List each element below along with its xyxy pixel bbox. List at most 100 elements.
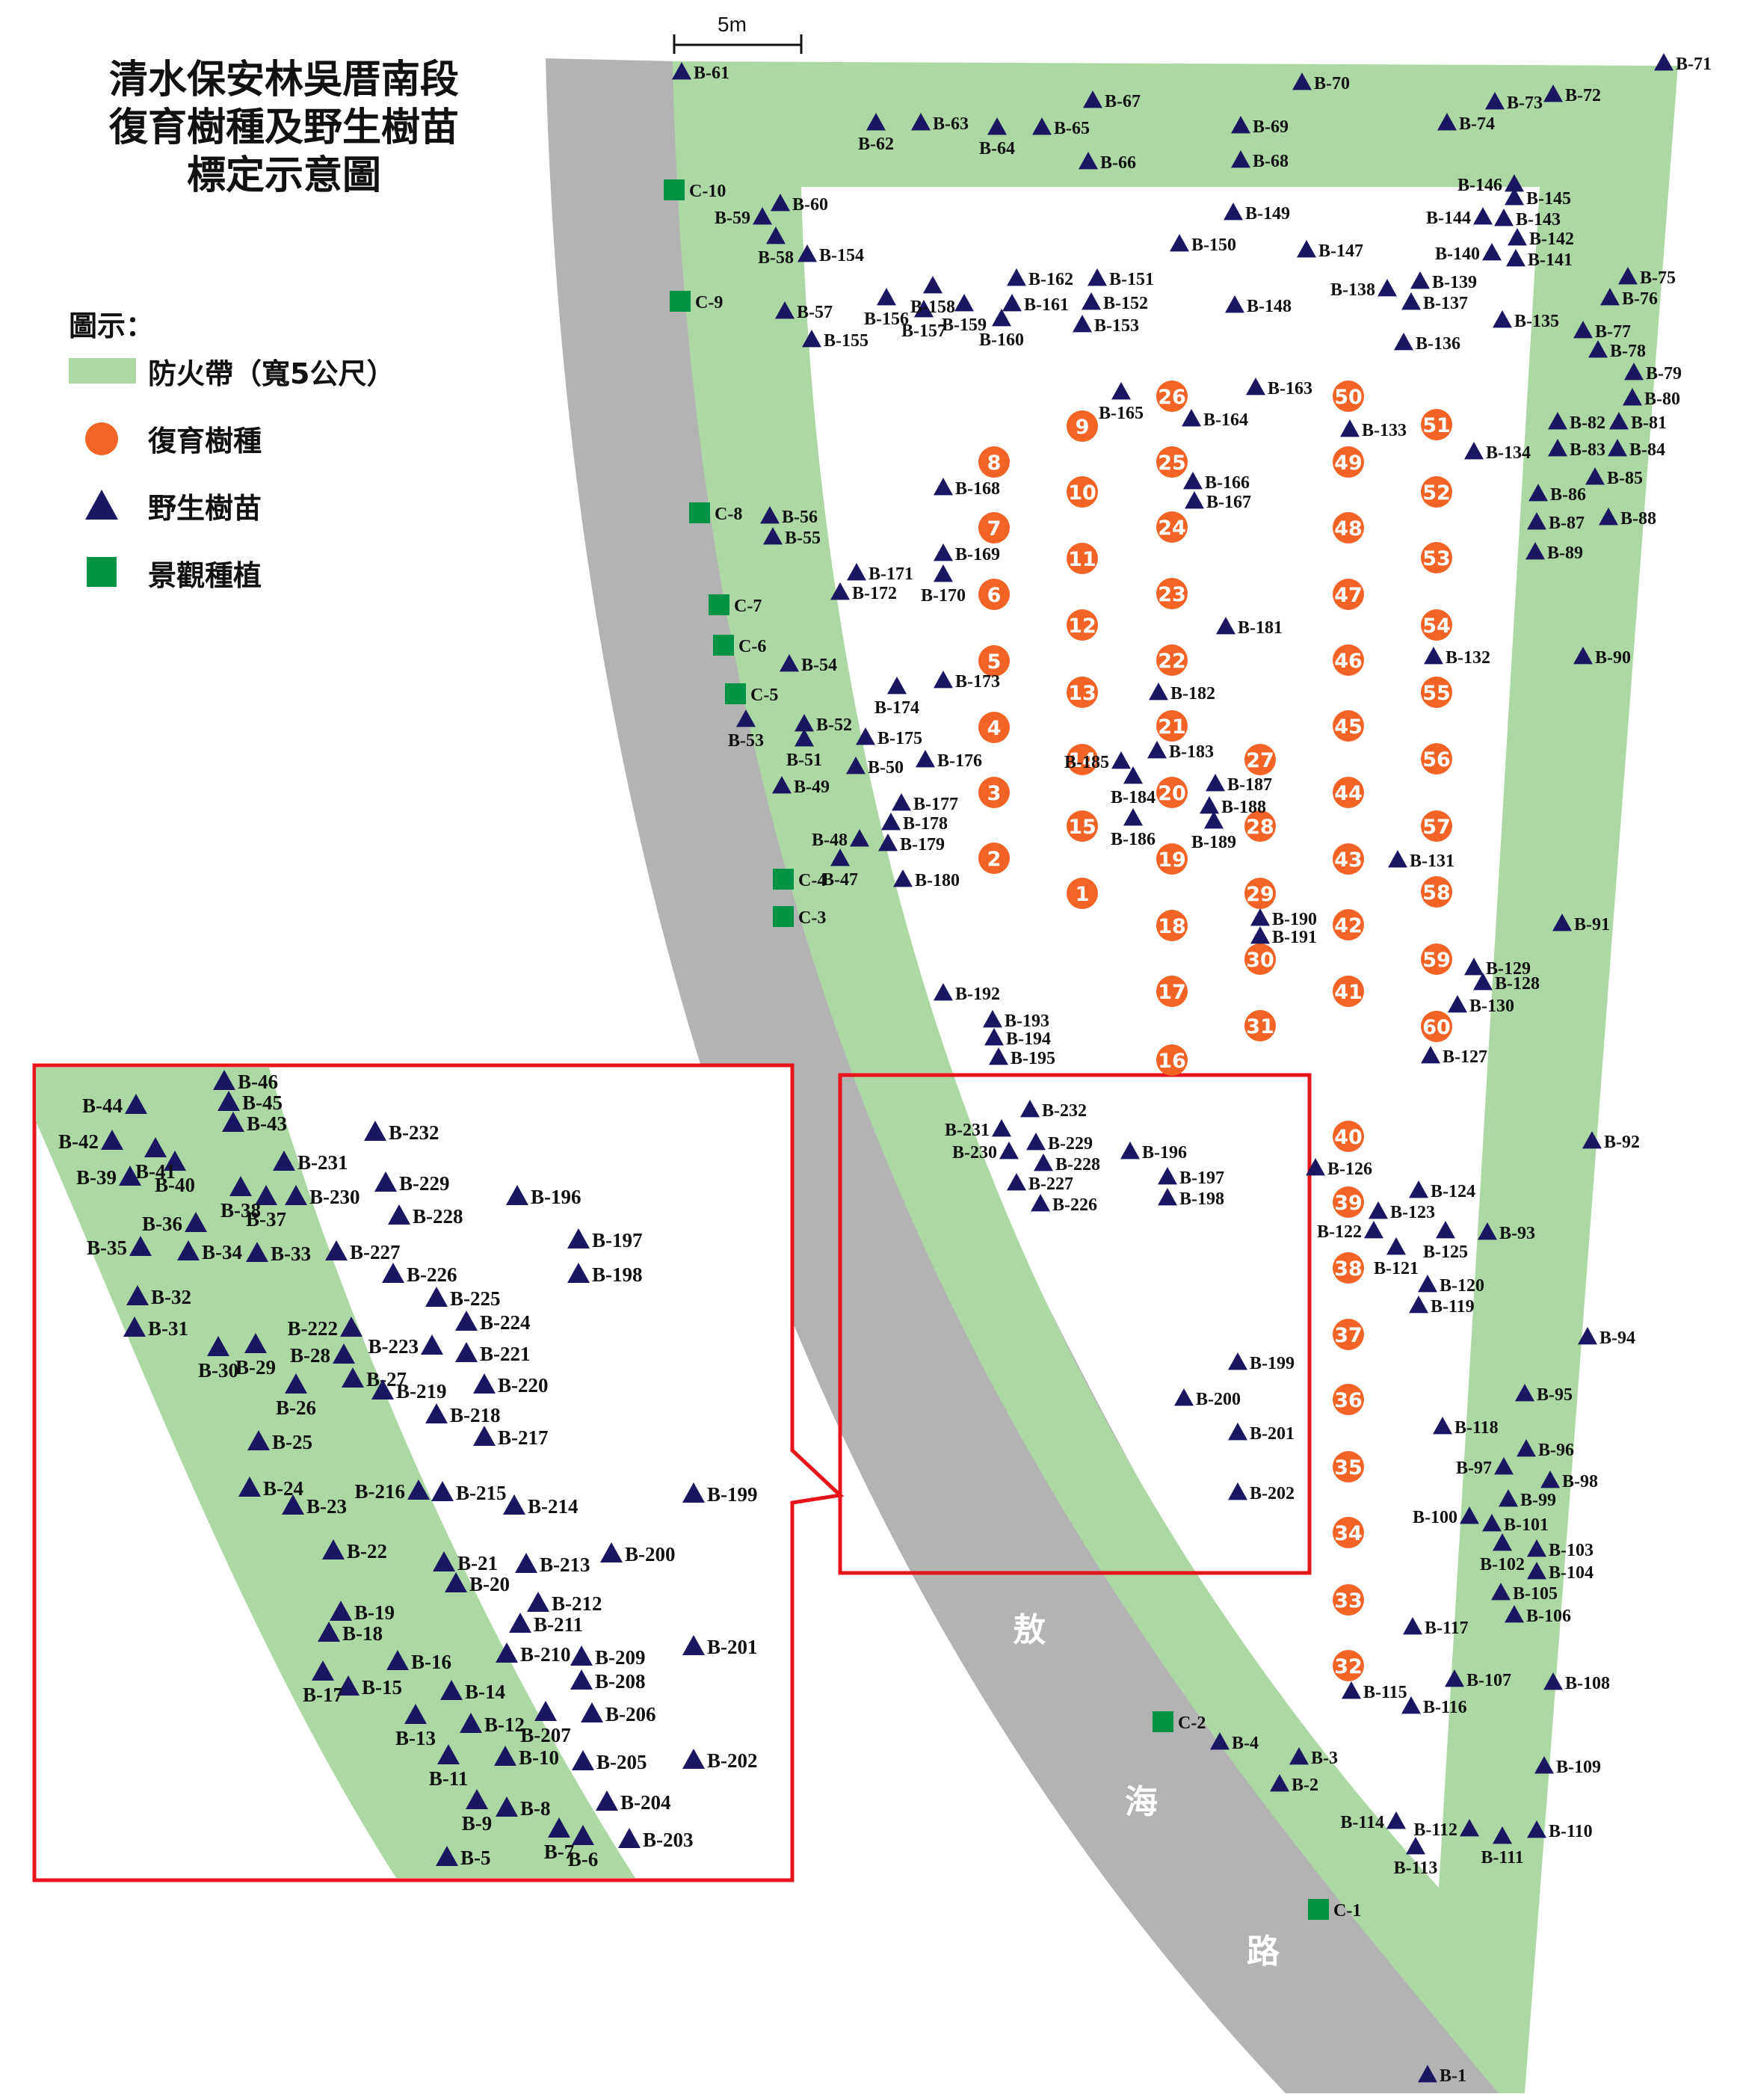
wild-seedling-B-230 <box>285 1185 307 1205</box>
wild-seedling-B-80 <box>1623 388 1642 406</box>
marker-label: B-219 <box>396 1380 447 1402</box>
wild-seedling-B-66 <box>1079 152 1098 170</box>
marker-label: B-230 <box>952 1143 997 1163</box>
marker-label: B-18 <box>342 1622 383 1645</box>
wild-seedling-B-27 <box>342 1367 364 1388</box>
marker-label: B-198 <box>1179 1189 1224 1209</box>
wild-seedling-B-19 <box>330 1601 352 1621</box>
marker-label: B-117 <box>1425 1619 1469 1638</box>
wild-seedling-B-185 <box>1111 751 1131 769</box>
marker-label: B-72 <box>1565 86 1601 105</box>
restoration-tree-17 <box>1156 976 1188 1007</box>
wild-seedling-B-48 <box>850 829 869 847</box>
wild-seedling-B-178 <box>881 813 901 831</box>
wild-seedling-B-33 <box>246 1242 268 1262</box>
marker-label: B-16 <box>411 1651 451 1673</box>
restoration-tree-label: 17 <box>1158 981 1186 1004</box>
marker-label: C-7 <box>734 597 762 616</box>
marker-label: B-21 <box>457 1552 498 1574</box>
wild-seedling-B-229 <box>374 1171 397 1192</box>
wild-seedling-B-135 <box>1493 310 1512 328</box>
marker-label: B-215 <box>456 1482 507 1504</box>
marker-label: B-94 <box>1599 1328 1635 1348</box>
wild-seedling-B-232 <box>364 1121 386 1141</box>
wild-seedling-B-11 <box>437 1744 460 1764</box>
marker-label: B-195 <box>1011 1049 1055 1068</box>
restoration-tree-label: 57 <box>1422 816 1451 839</box>
marker-label: B-86 <box>1550 485 1586 505</box>
wild-seedling-B-2 <box>1270 1774 1289 1792</box>
restoration-tree-label: 49 <box>1334 452 1363 475</box>
restoration-tree-49 <box>1333 446 1364 478</box>
wild-seedling-B-184 <box>1123 766 1143 784</box>
marker-label: B-83 <box>1570 440 1605 460</box>
restoration-tree-52 <box>1421 476 1452 508</box>
marker-label: B-59 <box>715 209 750 228</box>
restoration-tree-label: 45 <box>1334 715 1363 739</box>
marker-label: B-36 <box>142 1213 182 1235</box>
marker-label: C-5 <box>750 686 778 705</box>
restoration-tree-label: 18 <box>1158 915 1186 938</box>
wild-seedling-B-190 <box>1250 908 1270 926</box>
marker-label: B-52 <box>816 715 852 735</box>
wild-seedling-B-223 <box>421 1334 443 1355</box>
wild-seedling-B-228 <box>1034 1154 1053 1171</box>
restoration-tree-54 <box>1421 609 1452 641</box>
marker-label: C-10 <box>689 182 726 201</box>
title-line-2: 復育樹種及野生樹苗 <box>108 105 459 150</box>
wild-seedling-B-88 <box>1599 508 1618 526</box>
marker-label: B-69 <box>1253 117 1289 137</box>
wild-seedling-B-136 <box>1394 333 1413 351</box>
marker-label: B-50 <box>868 758 904 778</box>
marker-label: B-216 <box>355 1480 406 1503</box>
title-line-3: 標定示意圖 <box>186 153 381 198</box>
wild-seedling-B-82 <box>1548 412 1567 430</box>
wild-seedling-B-201 <box>682 1635 705 1655</box>
marker-label: B-103 <box>1549 1541 1594 1560</box>
wild-seedling-B-191 <box>1250 926 1270 944</box>
marker-label: B-95 <box>1537 1385 1573 1405</box>
marker-label: B-185 <box>1064 753 1109 772</box>
wild-seedling-B-192 <box>934 983 953 1001</box>
marker-label: B-17 <box>303 1684 343 1706</box>
restoration-tree-label: 48 <box>1334 517 1363 541</box>
marker-label: B-98 <box>1562 1472 1598 1491</box>
wild-seedling-B-28 <box>333 1343 355 1364</box>
restoration-tree-label: 22 <box>1158 650 1186 673</box>
marker-label: B-55 <box>785 529 821 548</box>
restoration-tree-23 <box>1156 578 1188 609</box>
landscape-layer: C-1C-2C-3C-4C-5C-6C-7C-8C-9C-10 <box>664 179 1361 1921</box>
marker-label: B-159 <box>942 315 987 335</box>
wild-seedling-B-219 <box>371 1379 394 1400</box>
marker-label: B-220 <box>498 1374 549 1397</box>
wild-seedling-B-213 <box>515 1553 537 1573</box>
restoration-tree-label: 35 <box>1334 1456 1363 1479</box>
wild-seedling-B-197 <box>1158 1167 1177 1185</box>
marker-label: B-221 <box>480 1343 531 1365</box>
wild-seedling-B-30 <box>207 1336 229 1356</box>
wild-seedling-B-24 <box>238 1477 261 1497</box>
marker-label: B-97 <box>1456 1459 1492 1478</box>
marker-label: B-154 <box>819 246 864 265</box>
marker-label: B-12 <box>484 1713 525 1736</box>
marker-label: B-189 <box>1191 833 1236 852</box>
marker-label: B-207 <box>520 1724 571 1746</box>
wild-seedling-B-159 <box>954 294 974 312</box>
landscape-planting-C-7 <box>709 594 729 615</box>
wild-layer: B-1B-2B-3B-4B-47B-48B-49B-50B-51B-52B-53… <box>672 53 1712 2086</box>
restoration-tree-25 <box>1156 446 1188 478</box>
marker-label: B-58 <box>758 248 794 268</box>
wild-seedling-B-231 <box>992 1119 1011 1137</box>
wild-seedling-B-45 <box>218 1091 240 1111</box>
marker-label: B-13 <box>395 1727 436 1749</box>
marker-label: B-218 <box>450 1404 501 1426</box>
wild-seedling-B-172 <box>830 582 850 600</box>
restoration-tree-label: 11 <box>1068 548 1096 571</box>
marker-label: B-232 <box>1042 1101 1087 1121</box>
marker-label: B-1 <box>1440 2066 1466 2086</box>
orange-circle-icon <box>85 422 118 455</box>
restoration-tree-39 <box>1333 1186 1364 1218</box>
inset-firebreak-band <box>36 1068 635 1878</box>
restoration-tree-label: 10 <box>1068 481 1096 505</box>
